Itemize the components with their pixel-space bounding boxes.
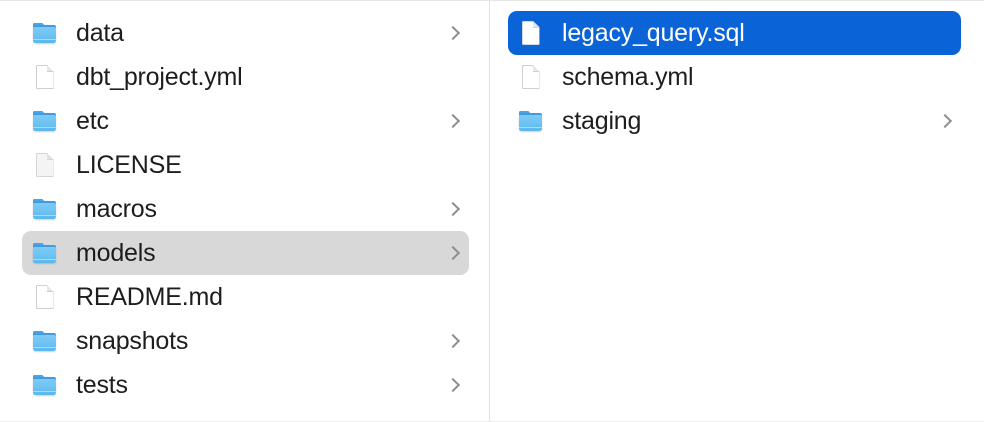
item-label: dbt_project.yml: [76, 63, 243, 91]
folder-icon: [32, 328, 58, 354]
folder-icon: [32, 108, 58, 134]
item-label: data: [76, 19, 124, 47]
item-label: staging: [562, 107, 642, 135]
item-label: tests: [76, 371, 128, 399]
folder-row[interactable]: models: [22, 231, 469, 275]
chevron-right-icon[interactable]: [447, 332, 459, 350]
chevron-right-icon: [447, 68, 459, 86]
document-icon: [32, 64, 58, 90]
document-icon: [32, 284, 58, 310]
file-row[interactable]: schema.yml: [508, 55, 961, 99]
chevron-right-icon[interactable]: [447, 244, 459, 262]
item-label: legacy_query.sql: [562, 19, 745, 47]
folder-icon: [32, 196, 58, 222]
folder-row[interactable]: snapshots: [22, 319, 469, 363]
file-column-child[interactable]: legacy_query.sql schema.yml staging: [490, 1, 983, 421]
file-row[interactable]: LICENSE: [22, 143, 469, 187]
folder-row[interactable]: tests: [22, 363, 469, 407]
document-icon: [518, 64, 544, 90]
item-label: LICENSE: [76, 151, 182, 179]
chevron-right-icon[interactable]: [447, 376, 459, 394]
folder-icon: [518, 108, 544, 134]
chevron-right-icon[interactable]: [447, 24, 459, 42]
item-label: macros: [76, 195, 157, 223]
folder-row[interactable]: data: [22, 11, 469, 55]
chevron-right-icon: [939, 24, 951, 42]
item-label: schema.yml: [562, 63, 694, 91]
chevron-right-icon: [447, 288, 459, 306]
file-row[interactable]: legacy_query.sql: [508, 11, 961, 55]
item-label: README.md: [76, 283, 223, 311]
item-label: models: [76, 239, 156, 267]
chevron-right-icon: [939, 68, 951, 86]
folder-row[interactable]: etc: [22, 99, 469, 143]
item-label: snapshots: [76, 327, 189, 355]
chevron-right-icon[interactable]: [939, 112, 951, 130]
chevron-right-icon[interactable]: [447, 112, 459, 130]
document-icon: [518, 20, 544, 46]
folder-icon: [32, 20, 58, 46]
folder-icon: [32, 240, 58, 266]
item-label: etc: [76, 107, 109, 135]
chevron-right-icon[interactable]: [447, 200, 459, 218]
folder-row[interactable]: staging: [508, 99, 961, 143]
folder-icon: [32, 372, 58, 398]
folder-row[interactable]: macros: [22, 187, 469, 231]
generic-document-icon: [32, 152, 58, 178]
file-row[interactable]: README.md: [22, 275, 469, 319]
file-row[interactable]: dbt_project.yml: [22, 55, 469, 99]
chevron-right-icon: [447, 156, 459, 174]
